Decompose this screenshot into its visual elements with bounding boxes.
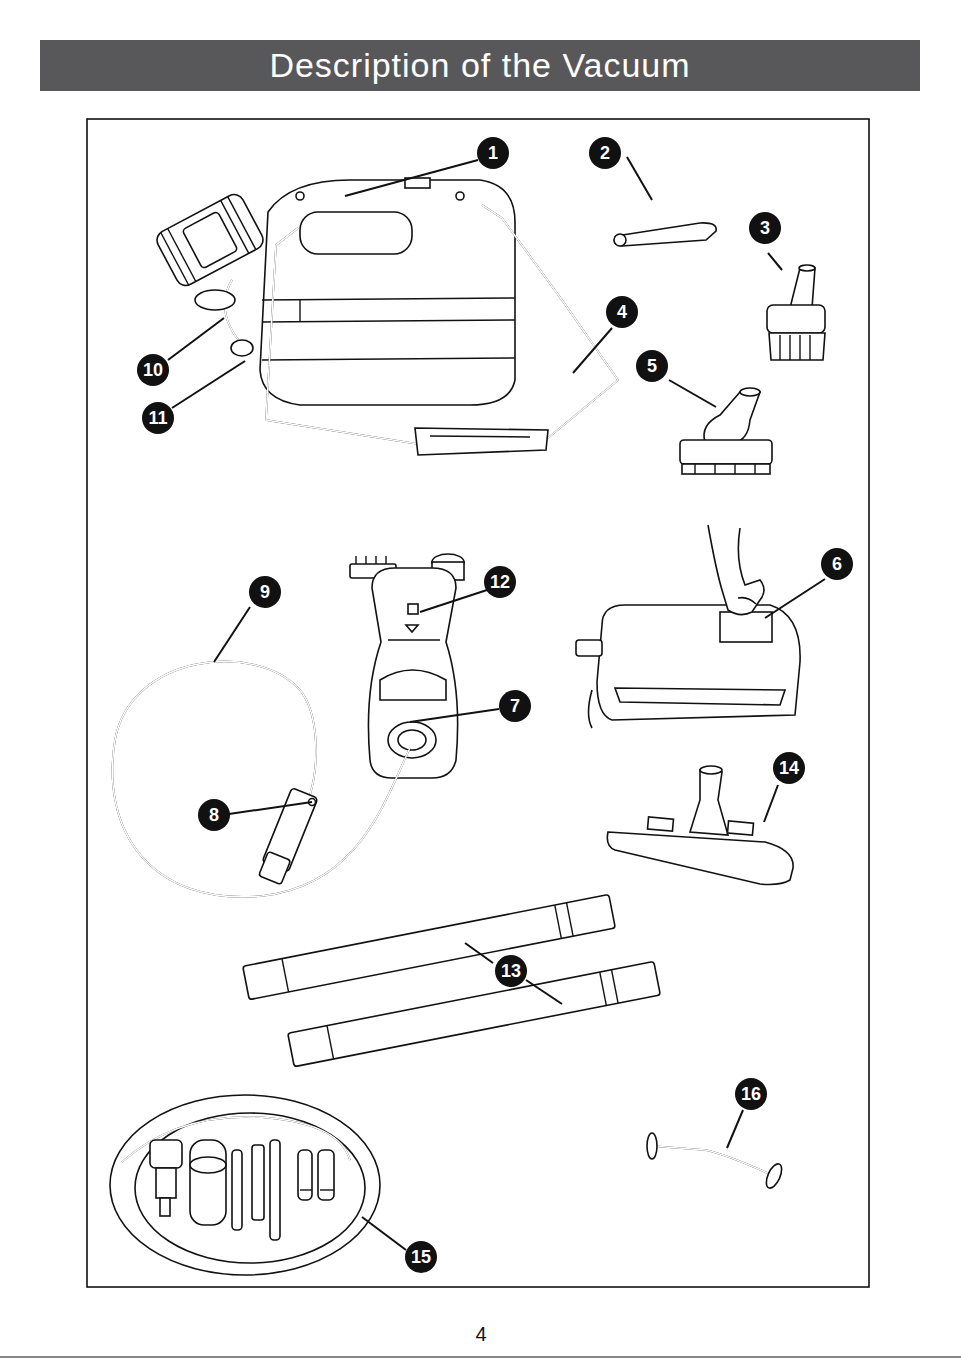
callout-disc-shape bbox=[142, 402, 174, 434]
callout-number: 9 bbox=[249, 576, 281, 608]
callout-number: 1 bbox=[477, 137, 509, 169]
crevice-tool bbox=[614, 223, 716, 246]
callout-disc-shape bbox=[405, 1241, 437, 1273]
hose bbox=[112, 661, 410, 896]
callout-number: 2 bbox=[589, 137, 621, 169]
callout-number: 11 bbox=[142, 402, 174, 434]
callout-number: 10 bbox=[137, 354, 169, 386]
leader-lines bbox=[168, 157, 825, 1250]
callout-disc-shape bbox=[198, 799, 230, 831]
page-number: 4 bbox=[461, 1323, 501, 1346]
frame bbox=[87, 119, 869, 1287]
callout-number: 3 bbox=[749, 212, 781, 244]
filter-access bbox=[576, 525, 800, 728]
upholstery-tool bbox=[680, 388, 772, 474]
callout-circle: 2 bbox=[589, 137, 621, 169]
callout-number: 7 bbox=[499, 690, 531, 722]
callout-circle: 16 bbox=[735, 1078, 767, 1110]
callout-disc-shape bbox=[137, 354, 169, 386]
callout-number: 13 bbox=[495, 955, 527, 987]
callout-circle: 1 bbox=[477, 137, 509, 169]
callout-number: 16 bbox=[735, 1078, 767, 1110]
callout-circle: 5 bbox=[636, 350, 668, 382]
callout-disc-shape bbox=[821, 548, 853, 580]
callout-circle: 9 bbox=[249, 576, 281, 608]
callout-disc-shape bbox=[249, 576, 281, 608]
callout-number: 12 bbox=[484, 566, 516, 598]
callout-disc-shape bbox=[499, 690, 531, 722]
callout-disc-shape bbox=[606, 296, 638, 328]
callout-circle: 3 bbox=[749, 212, 781, 244]
callout-circle: 6 bbox=[821, 548, 853, 580]
hand-vacuum bbox=[350, 554, 464, 778]
callout-number: 15 bbox=[405, 1241, 437, 1273]
callout-disc-shape bbox=[589, 137, 621, 169]
title-band bbox=[40, 40, 920, 91]
callout-number: 6 bbox=[821, 548, 853, 580]
callout-number: 8 bbox=[198, 799, 230, 831]
floor-tool bbox=[607, 766, 793, 885]
illustrations bbox=[110, 178, 825, 1275]
accessory-kit bbox=[110, 1095, 380, 1275]
bent-tube bbox=[647, 1133, 785, 1190]
callout-circle: 14 bbox=[773, 752, 805, 784]
callout-number: 14 bbox=[773, 752, 805, 784]
callout-number: 4 bbox=[606, 296, 638, 328]
callout-disc-shape bbox=[484, 566, 516, 598]
callout-disc-shape bbox=[749, 212, 781, 244]
callout-circle: 15 bbox=[405, 1241, 437, 1273]
wand bbox=[288, 962, 661, 1067]
callout-disc-shape bbox=[636, 350, 668, 382]
callout-circle: 13 bbox=[495, 955, 527, 987]
callout-circle: 4 bbox=[606, 296, 638, 328]
callout-disc-shape bbox=[477, 137, 509, 169]
callout-circle: 7 bbox=[499, 690, 531, 722]
callout-disc-shape bbox=[495, 955, 527, 987]
callout-circle: 8 bbox=[198, 799, 230, 831]
callout-circle: 11 bbox=[142, 402, 174, 434]
page-rule bbox=[0, 1356, 961, 1357]
callout-circle: 12 bbox=[484, 566, 516, 598]
callout-circle: 10 bbox=[137, 354, 169, 386]
callout-disc-shape bbox=[773, 752, 805, 784]
page-title: Description of the Vacuum bbox=[40, 40, 920, 91]
shoulder-vacuum bbox=[154, 178, 618, 455]
callout-disc-shape bbox=[735, 1078, 767, 1110]
callout-number: 5 bbox=[636, 350, 668, 382]
dusting-brush bbox=[767, 265, 825, 360]
